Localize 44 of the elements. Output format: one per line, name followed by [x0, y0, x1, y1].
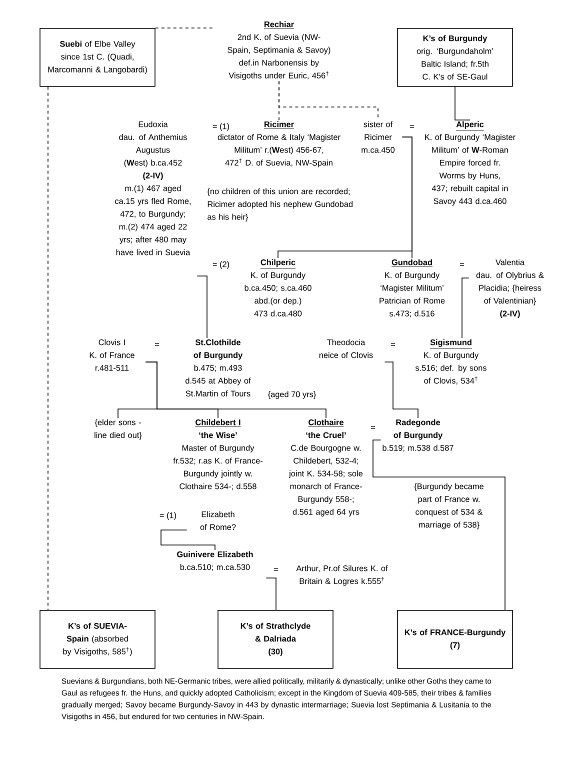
- marriage-sign: = (1): [160, 512, 176, 520]
- lineage-box: K’s of Burgundy orig. ‘Burgundaholm’ Baltic Island; fr.5th C. K’s of SE-Gaul: [397, 28, 513, 87]
- person-entry: Alperic K. of Burgundy ‘Magister Militum’ of W-Roman Empire forced fr. Worms by Huns, 437; rebuilt capital in Savoy 443 d.ca.460: [425, 121, 516, 206]
- marriage-sign: =: [410, 125, 414, 128]
- marriage-sign: =: [274, 568, 278, 571]
- person-entry: {elder sons - line died out}: [94, 419, 142, 440]
- lineage-box: K’s of Strathclyde & Dalriada (30): [218, 610, 334, 669]
- descent-line: [266, 578, 276, 610]
- lineage-box: Suebi of Elbe Valley since 1st C. (Quadi, Marcomanni & Langobardi): [40, 28, 156, 87]
- person-entry: Clothaire ‘the Cruel’ C.de Bourgogne w. Childebert, 532-4; joint K. 534-58; sole monarch of France-Burgundy 558-; d.561 aged 64 yrs: [288, 419, 363, 516]
- person-entry: sister of Ricimer m.ca.450: [362, 121, 395, 153]
- person-entry: Arthur, Pr.of Silures K. of Britain & Logres k.555$^{†}$: [296, 565, 388, 586]
- descent-line: [462, 278, 470, 338]
- marriage-sign: =: [391, 343, 395, 346]
- person-entry: Childebert I ‘the Wise’ Master of Burgundy fr.532; r.as K. of France-Burgundy jointly w. Clothaire 534-; d.558: [173, 419, 263, 490]
- note: {Burgundy became part of France w. conquest of 534 & marriage of 538}: [414, 483, 484, 530]
- person-entry: Rechiar 2nd K. of Suevia (NW-Spain, Septimania & Savoy) def.in Narbonensis by Visigoths under Euric, 456$^{†}$: [228, 21, 330, 80]
- person-entry: Clovis I K. of France r.481-511: [90, 339, 134, 371]
- lineage-box: K’s of FRANCE-Burgundy (7): [397, 610, 513, 669]
- descent-line: [196, 276, 208, 338]
- person-entry: Elizabeth of Rome?: [200, 511, 236, 530]
- descent-line: [372, 440, 506, 610]
- descent-line: [145, 362, 326, 418]
- marriage-sign: =: [155, 343, 159, 346]
- person-entry: Theodocia neice of Clovis: [319, 339, 373, 358]
- note: {no children of this union are recorded; Ricimer adopted his nephew Gundobad as his heir}: [207, 188, 352, 222]
- marriage-sign: = (2): [212, 261, 230, 269]
- person-entry: Gundobad K. of Burgundy ‘Magister Militum’ Patrician of Rome s.473; d.516: [380, 259, 445, 318]
- descent-line: [454, 86, 470, 120]
- person-entry: Eudoxia dau. of Anthemius Augustus (West) b.ca.452 (2-IV) m.(1) 467 aged ca.15 yrs fled Rome, 472, to Burgundy; m.(2) 474 aged 22 yrs; after 480 may have lived in Suevia: [115, 121, 191, 256]
- person-entry: Chilperic K. of Burgundy b.ca.450; s.ca.460 abd.(or dep.) 473 d.ca.480: [244, 259, 312, 316]
- descent-line: [160, 530, 216, 550]
- descent-line: [384, 362, 418, 418]
- person-entry: Guinivere Elizabeth b.ca.510; m.ca.530: [177, 551, 253, 571]
- lineage-box: K’s of SUEVIA-Spain (absorbed by Visigoths, 585$^{†}$): [40, 610, 156, 669]
- person-entry: Radegonde of Burgundy b.519; m.538 d.587: [382, 419, 454, 452]
- person-entry: Valentia dau. of Olybrius & Placidia; {heiress of Valentinian} (2-IV): [476, 259, 544, 318]
- beside-note: {aged 70 yrs}: [268, 391, 316, 399]
- marriage-sign: = (1): [212, 123, 230, 131]
- descent-line: [402, 136, 412, 258]
- person-entry: St.Clothilde of Burgundy b.475; m.493 d.545 at Abbey of St.Martin of Tours: [186, 339, 251, 396]
- person-entry: Sigismund K. of Burgundy s.516; def. by sons of Clovis, 534$^{†}$: [415, 339, 486, 385]
- marriage-sign: =: [371, 426, 375, 429]
- marriage-sign: =: [460, 263, 464, 266]
